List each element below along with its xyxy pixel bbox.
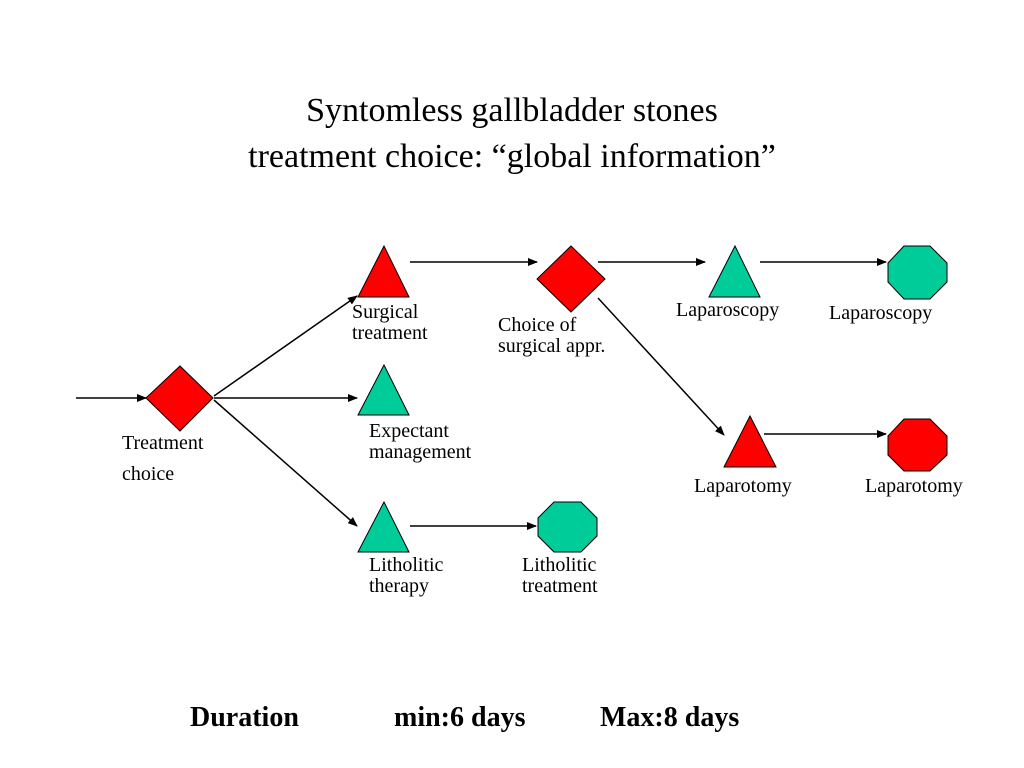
laparoscopy-outcome-label: Laparoscopy	[829, 302, 933, 324]
laparotomy-chance-label: Laparotomy	[694, 475, 792, 497]
treatment-choice-label-line1: Treatment	[122, 432, 204, 454]
surgical-treatment-label-line1: Surgical	[352, 301, 419, 323]
edge-treatment-to-litholitic	[213, 399, 358, 527]
litholitic-therapy-label-line2: therapy	[369, 575, 429, 597]
choice-surgical-approach-decision-node	[536, 245, 606, 313]
litholitic-treatment-label-line2: treatment	[522, 575, 598, 597]
laparotomy-terminal-node	[887, 418, 948, 472]
litholitic-treatment-label-line1: Litholitic	[522, 554, 597, 576]
title-line-1: Syntomless gallbladder stones	[306, 92, 718, 129]
edge-choice-to-laparotomy	[597, 297, 725, 436]
duration-max: Max:8 days	[600, 702, 740, 733]
litholitic-therapy-chance-node	[357, 500, 410, 553]
surgical-treatment-chance-node	[357, 244, 410, 298]
title-line-2: treatment choice: “global information”	[248, 138, 776, 175]
surgical-treatment-label: Surgical treatment	[352, 302, 428, 344]
expectant-management-label-line2: management	[369, 441, 472, 463]
laparotomy-chance-node	[723, 414, 777, 468]
expectant-management-label: Expectant management	[369, 421, 471, 463]
laparoscopy-terminal-node	[887, 245, 948, 300]
duration-min: min:6 days	[394, 702, 526, 733]
expectant-management-label-line1: Expectant	[369, 420, 449, 442]
choice-surgical-approach-label-line2: surgical appr.	[498, 335, 606, 357]
edge-treatment-to-surgical	[213, 295, 358, 397]
expectant-management-chance-node	[357, 363, 410, 416]
laparoscopy-chance-label: Laparoscopy	[676, 299, 780, 321]
choice-surgical-approach-label: Choice of surgical appr.	[498, 315, 605, 357]
treatment-choice-decision-node	[145, 365, 214, 432]
choice-surgical-approach-label-line1: Choice of	[498, 314, 577, 336]
laparoscopy-chance-node	[708, 244, 761, 298]
treatment-choice-label-line2: choice	[122, 463, 175, 485]
surgical-treatment-label-line2: treatment	[352, 322, 428, 344]
duration-label: Duration	[190, 702, 299, 733]
litholitic-treatment-terminal-node	[537, 501, 598, 553]
litholitic-treatment-label: Litholitic treatment	[522, 555, 598, 597]
laparotomy-outcome-label: Laparotomy	[865, 475, 963, 497]
slide-title: Syntomless gallbladder stones treatment …	[0, 88, 1024, 180]
treatment-choice-label: Treatment choice	[122, 428, 203, 490]
litholitic-therapy-label: Litholitic therapy	[369, 555, 443, 597]
litholitic-therapy-label-line1: Litholitic	[369, 554, 444, 576]
